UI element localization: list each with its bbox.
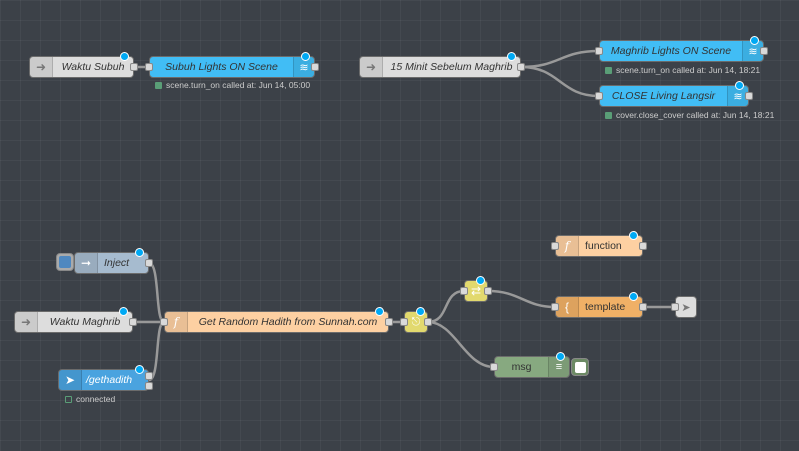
output-port[interactable]	[745, 92, 753, 100]
wire-split-msg	[427, 320, 495, 369]
output-port[interactable]	[145, 372, 153, 380]
inject-node[interactable]: ➞ Inject	[74, 248, 153, 274]
node-label: template	[585, 301, 626, 313]
input-port[interactable]	[460, 287, 468, 295]
output-port[interactable]	[385, 318, 393, 326]
node-label: Maghrib Lights ON Scene	[610, 45, 732, 57]
changed-indicator	[476, 276, 485, 285]
node-label: CLOSE Living Langsir	[611, 90, 716, 102]
input-port[interactable]	[160, 318, 168, 326]
input-port[interactable]	[490, 363, 498, 371]
subuh-lights-node[interactable]: Subuh Lights ON Scene ≋	[145, 52, 319, 78]
status-dot	[605, 66, 612, 74]
function-icon: f	[556, 236, 579, 256]
status-dot	[605, 111, 612, 119]
input-port[interactable]	[145, 63, 153, 71]
close-living-status: cover.close_cover called at: Jun 14, 18:…	[605, 110, 774, 120]
wire-inject	[148, 261, 166, 324]
output-port[interactable]	[639, 303, 647, 311]
switch-node[interactable]: ⇄	[460, 276, 492, 302]
arrow-in-icon: ➜	[360, 57, 383, 77]
waktu-subuh-node[interactable]: ➜ Waktu Subuh	[29, 52, 138, 78]
template-node[interactable]: { template	[551, 292, 647, 318]
wire-split-switch	[427, 289, 465, 324]
lima-belas-minit-node[interactable]: ➜ 15 Minit Sebelum Maghrib	[359, 52, 525, 78]
arrow-in-icon: ➜	[15, 312, 38, 332]
changed-indicator	[119, 307, 128, 316]
gethadith-status: connected	[65, 394, 115, 404]
changed-indicator	[375, 307, 384, 316]
msg-debug-node[interactable]: msg ≡	[490, 352, 570, 378]
router-icon: ≋	[727, 86, 748, 106]
changed-indicator	[301, 52, 310, 61]
output-port[interactable]	[311, 63, 319, 71]
inject-trigger-button[interactable]	[56, 253, 74, 271]
output-port[interactable]	[484, 287, 492, 295]
input-port[interactable]	[671, 303, 679, 311]
braces-icon: {	[556, 297, 579, 317]
node-label: function	[585, 240, 622, 252]
output-port[interactable]	[639, 242, 647, 250]
close-living-node[interactable]: CLOSE Living Langsir ≋	[595, 81, 753, 107]
node-label: Waktu Subuh	[61, 61, 125, 73]
output-port[interactable]	[145, 382, 153, 390]
output-port[interactable]	[760, 47, 768, 55]
output-port[interactable]	[130, 63, 138, 71]
output-port[interactable]	[517, 63, 525, 71]
changed-indicator	[735, 81, 744, 90]
function-node[interactable]: f function	[551, 231, 647, 257]
function-icon: f	[165, 312, 188, 332]
node-label: Get Random Hadith from Sunnah.com	[198, 316, 378, 328]
node-label: Inject	[104, 257, 130, 269]
output-port[interactable]	[129, 318, 137, 326]
waktu-maghrib-node[interactable]: ➜ Waktu Maghrib	[14, 307, 137, 333]
router-icon: ≋	[742, 41, 763, 61]
changed-indicator	[416, 307, 425, 316]
arrow-in-icon: ➜	[30, 57, 53, 77]
switch-icon: ⇄	[470, 284, 482, 298]
branch-icon: ⎋	[411, 315, 421, 328]
node-label: 15 Minit Sebelum Maghrib	[390, 61, 513, 73]
get-hadith-node[interactable]: f Get Random Hadith from Sunnah.com	[160, 307, 393, 333]
gethadith-node[interactable]: ➤ /gethadith	[58, 365, 153, 391]
subuh-lights-status: scene.turn_on called at: Jun 14, 05:00	[155, 80, 310, 90]
maghrib-lights-status: scene.turn_on called at: Jun 14, 18:21	[605, 65, 760, 75]
wire-maghrib-lights	[520, 49, 600, 69]
arrow-right-icon: ➞	[75, 253, 98, 273]
output-port[interactable]	[145, 259, 153, 267]
list-icon: ≡	[548, 357, 569, 377]
output-port[interactable]	[424, 318, 432, 326]
debug-toggle-button[interactable]	[571, 358, 589, 376]
maghrib-lights-node[interactable]: Maghrib Lights ON Scene ≋	[595, 36, 768, 62]
node-label: /gethadith	[86, 374, 133, 386]
wire-close-living	[520, 65, 600, 98]
paper-plane-icon: ➤	[681, 301, 691, 314]
node-label: Subuh Lights ON Scene	[165, 61, 278, 73]
status-dot	[155, 81, 162, 89]
changed-indicator	[556, 352, 565, 361]
changed-indicator	[629, 292, 638, 301]
telegram-sender-node[interactable]: ➤	[671, 296, 697, 318]
paper-plane-icon: ➤	[59, 370, 82, 390]
split-node[interactable]: ⎋	[400, 307, 432, 333]
status-ring	[65, 395, 72, 403]
changed-indicator	[135, 248, 144, 257]
changed-indicator	[135, 365, 144, 374]
input-port[interactable]	[551, 303, 559, 311]
router-icon: ≋	[293, 57, 314, 77]
changed-indicator	[507, 52, 516, 61]
input-port[interactable]	[595, 47, 603, 55]
changed-indicator	[750, 36, 759, 45]
node-label: msg	[511, 361, 532, 373]
changed-indicator	[120, 52, 129, 61]
input-port[interactable]	[400, 318, 408, 326]
input-port[interactable]	[595, 92, 603, 100]
input-port[interactable]	[551, 242, 559, 250]
node-label: Waktu Maghrib	[49, 316, 121, 328]
changed-indicator	[629, 231, 638, 240]
wire-switch-template	[487, 289, 556, 309]
